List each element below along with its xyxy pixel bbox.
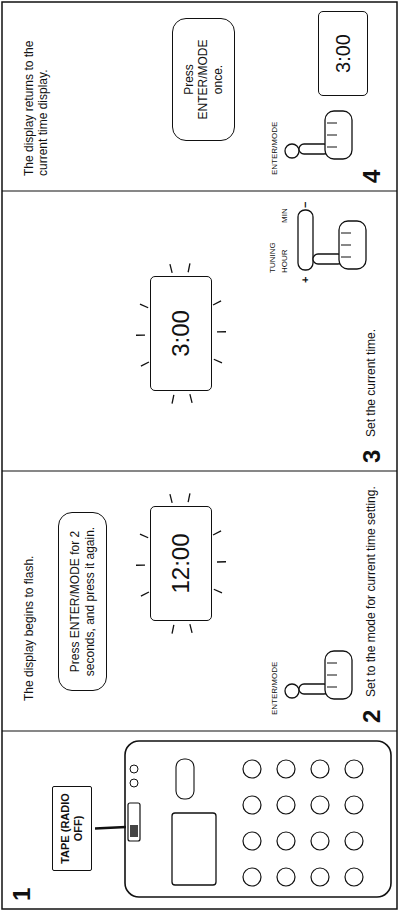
- flash-ray: [217, 561, 226, 563]
- keypad-key: [277, 868, 295, 886]
- flash-ray: [141, 362, 149, 366]
- jack: [130, 765, 138, 773]
- knuckle-line: [327, 135, 337, 136]
- step-number: 2: [358, 693, 387, 723]
- push-button: [285, 684, 299, 698]
- keypad-key: [243, 868, 261, 886]
- step-heading: Set the current time.: [364, 279, 378, 437]
- flash-ray: [140, 534, 148, 538]
- callout-text: Press ENTER/MODE once.: [182, 28, 225, 131]
- fist: [325, 111, 352, 159]
- panel-divider: [2, 730, 397, 731]
- display-digits: 12:00: [167, 533, 196, 593]
- button-label: TUNING: [268, 223, 278, 273]
- lcd-display: 12:00: [150, 506, 212, 621]
- flash-ray: [170, 494, 172, 503]
- flash-ray: [214, 359, 222, 363]
- keypad-key: [345, 832, 363, 850]
- keypad-key: [277, 760, 295, 778]
- leader-line: [95, 827, 126, 829]
- flash-ray: [217, 331, 226, 333]
- fist: [339, 221, 366, 269]
- step-caption: The display begins to flash.: [22, 481, 36, 701]
- keypad-key: [243, 796, 261, 814]
- step-number: 1: [8, 871, 37, 901]
- button-label: MIN: [280, 193, 290, 223]
- keypad-key: [345, 868, 363, 886]
- flash-ray: [214, 589, 222, 593]
- knuckle-line: [327, 663, 337, 664]
- device-body: [125, 741, 391, 897]
- flash-ray: [136, 564, 145, 566]
- function-switch: [128, 803, 140, 841]
- knuckle-line: [327, 123, 337, 124]
- keypad-key: [311, 796, 329, 814]
- callout-text: TAPE (RADIO OFF): [59, 793, 85, 864]
- flash-ray: [170, 264, 172, 273]
- keypad: [243, 760, 363, 886]
- display-digits: 3:00: [331, 34, 355, 73]
- keypad-key: [345, 760, 363, 778]
- knuckle-line: [327, 147, 337, 148]
- keypad-key: [277, 796, 295, 814]
- keypad-key: [311, 760, 329, 778]
- rocker-button: [298, 210, 313, 270]
- jack: [130, 779, 138, 787]
- button-label: ENTER/MODE: [270, 105, 280, 175]
- flash-ray: [172, 395, 174, 404]
- knuckle-line: [327, 687, 337, 688]
- display-digits: 3:00: [167, 310, 196, 357]
- flash-ray: [190, 394, 192, 403]
- lcd-display: 3:00: [318, 11, 368, 96]
- lcd-display: 3:00: [150, 276, 212, 391]
- flash-ray: [188, 493, 190, 502]
- push-button: [285, 144, 299, 158]
- flash-ray: [141, 592, 149, 596]
- step-number: 3: [358, 433, 387, 463]
- flash-ray: [190, 624, 192, 633]
- button-label: ENTER/MODE: [270, 645, 280, 715]
- step-number: 4: [358, 153, 387, 183]
- step-caption: The display returns to the current time …: [22, 8, 51, 176]
- flash-ray: [188, 263, 190, 272]
- pressing-hand: [299, 111, 352, 159]
- knuckle-line: [341, 233, 351, 234]
- keypad-key: [243, 832, 261, 850]
- keypad-key: [243, 760, 261, 778]
- keypad-key: [311, 832, 329, 850]
- panel-divider: [2, 470, 397, 471]
- knuckle-line: [341, 257, 351, 258]
- speech-bubble: Press ENTER/MODE once.: [172, 18, 235, 141]
- button-symbol: −: [299, 196, 312, 208]
- button-symbol: +: [299, 271, 312, 283]
- knuckle-line: [327, 675, 337, 676]
- pressing-hand: [313, 221, 366, 269]
- step-heading: Set to the mode for current time setting…: [364, 485, 378, 697]
- fist: [325, 651, 352, 699]
- switch-knob: [130, 825, 138, 837]
- pressing-hand: [299, 651, 352, 699]
- callout-text: Press ENTER/MODE for 2 seconds, and pres…: [68, 522, 97, 681]
- knuckle-line: [341, 245, 351, 246]
- keypad-key: [311, 868, 329, 886]
- radio-device: [125, 741, 391, 897]
- flash-ray: [172, 625, 174, 634]
- flash-ray: [136, 334, 145, 336]
- callout-box: TAPE (RADIO OFF): [52, 786, 92, 871]
- flash-ray: [213, 531, 221, 535]
- flash-ray: [140, 304, 148, 308]
- device-button: [176, 759, 194, 799]
- button-label: HOUR: [280, 233, 290, 273]
- keypad-key: [277, 832, 295, 850]
- speech-bubble: Press ENTER/MODE for 2 seconds, and pres…: [58, 512, 107, 691]
- device-display: [172, 813, 216, 885]
- keypad-key: [345, 796, 363, 814]
- flash-ray: [213, 301, 221, 305]
- panel-divider: [2, 190, 397, 191]
